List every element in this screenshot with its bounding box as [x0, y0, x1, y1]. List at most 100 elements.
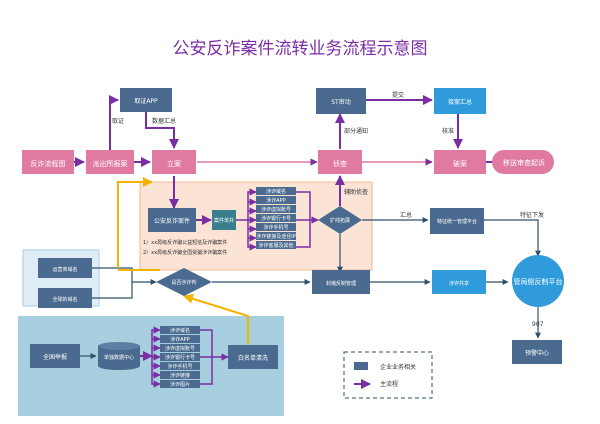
field-box [256, 196, 296, 204]
node-case-software [148, 208, 196, 232]
edge-label-anjian: 核准 [442, 127, 454, 135]
node-suspected-label: 是否涉诈判 [171, 279, 196, 286]
node-lian [152, 150, 196, 174]
field-label: 涉诈域名 [266, 188, 286, 195]
fan-lines-case [236, 188, 257, 251]
note-2: 2）xx局级反诈骗全国受骗涉诈骗案件 [143, 249, 227, 256]
field-box [160, 353, 200, 361]
node-kuozhan [318, 206, 362, 234]
node-suspected [156, 268, 212, 296]
field-label: 涉诈图片 [170, 381, 190, 388]
edge-label-shuju: 数据汇总 [152, 117, 176, 125]
fan-lines-bottom [151, 326, 161, 388]
node-lian-label: 立案 [167, 159, 181, 168]
field-box [256, 232, 296, 240]
edge-label-tijiao: 提交 [392, 91, 404, 99]
node-shadi-sharing [432, 270, 486, 294]
field-box [256, 205, 296, 213]
node-zhencha [318, 150, 362, 174]
node-fengdu-label: 封堵反制管理 [326, 280, 356, 287]
field-box [160, 335, 200, 343]
field-box [160, 362, 200, 370]
field-box [256, 241, 296, 249]
node-case-software-label: 公安反诈案件 [154, 217, 190, 225]
field-label: 涉诈客服及其他 [258, 242, 293, 249]
arrow-domain-suspected [92, 267, 157, 285]
field-box [256, 214, 296, 222]
edge-label-kuozhan: 辅助侦查 [344, 188, 368, 196]
node-paichusuo [86, 150, 134, 174]
arrow-paichusuo-quzheng [109, 95, 119, 150]
node-global-block [38, 288, 92, 308]
field-box [160, 380, 200, 388]
yellow-line-whitelist [183, 293, 249, 344]
legend-aux-label: 企业业务相关 [380, 363, 416, 371]
node-jiean-hui-label: 接案汇总 [448, 98, 472, 106]
node-global-sources [30, 344, 80, 368]
edge-label-huizong: 汇总 [400, 211, 412, 219]
field-label: 涉诈手机号 [263, 224, 288, 231]
node-yisong-label: 移送审查起诉 [503, 158, 545, 167]
node-alert-center [512, 340, 562, 364]
edge-label-bufen: 部分通知 [344, 127, 368, 135]
node-fanzha-tu [22, 150, 74, 174]
arrow-quzheng-lian [145, 112, 179, 149]
field-box [256, 223, 296, 231]
node-zhencha-label: 侦查 [333, 159, 347, 168]
field-label: 涉诈虚拟账号 [165, 345, 195, 352]
node-guanju-platform [512, 255, 564, 307]
node-tezheng-pingtai-label: 特征统一管理平台 [437, 218, 477, 225]
node-case-detail-label: 案件单并 [214, 217, 234, 224]
field-label: 涉诈APP [170, 336, 189, 343]
field-label: 涉诈链接及途径IP [256, 233, 296, 240]
edge-label-texing: 特征下发 [520, 211, 544, 219]
node-tezheng-pingtai [430, 208, 484, 234]
yellow-line-lian [117, 177, 153, 268]
node-fengdu [312, 270, 370, 294]
field-label: 涉诈APP [266, 197, 285, 204]
converge-lines-case [296, 191, 319, 248]
legend-aux-swatch [354, 362, 368, 370]
diagram-title: 公安反诈案件流转业务流程示意图 [173, 39, 428, 59]
legend-main-label: 主流程 [380, 380, 398, 388]
field-box [160, 344, 200, 352]
field-label: 涉诈手机号 [167, 363, 192, 370]
field-label: 涉诈银行卡号 [261, 215, 291, 222]
legend-box [343, 351, 433, 399]
note-1: 1）xx局级反诈骗公益短信及诈骗案件 [143, 239, 227, 246]
node-whitelist [228, 345, 278, 369]
node-st-task-label: ST审动 [331, 98, 350, 106]
node-fanzha-tu-label: 反诈流程图 [31, 159, 66, 168]
node-global-block-label: 全球的域名 [52, 296, 77, 303]
node-guanju-platform-label: 管局侧反制平台 [514, 277, 563, 286]
field-box [160, 326, 200, 334]
node-case-detail [212, 210, 236, 230]
arrow-tezheng-guanju [484, 219, 541, 257]
node-whitelist-label: 白名单清洗 [238, 354, 268, 362]
node-quzheng-app [120, 88, 172, 112]
node-yisong [492, 150, 554, 174]
node-quzheng-app-label: 取证APP [134, 98, 158, 105]
node-poan-label: 破案 [453, 159, 467, 168]
node-kuozhan-label: 扩线拓展 [330, 217, 350, 224]
node-shadi-sharing-label: 涉诈共享 [449, 280, 469, 287]
node-global-sources-label: 全国举报 [43, 353, 67, 361]
node-paichusuo-label: 派出所报案 [93, 159, 128, 168]
field-box [160, 371, 200, 379]
edge-label-907: 907 [532, 321, 544, 328]
node-poan [434, 150, 486, 174]
node-alert-center-label: 预警中心 [525, 349, 549, 357]
field-box [256, 187, 296, 195]
field-label: 涉诈银行卡号 [165, 354, 195, 361]
node-st-task [316, 88, 366, 114]
edge-label-quzheng: 取证 [112, 118, 124, 125]
node-single-center [98, 342, 140, 370]
node-jiean-hui [434, 88, 486, 114]
node-single-center-label: 单独数据中心 [104, 354, 134, 361]
converge-lines-bottom [200, 329, 229, 385]
field-label: 涉诈虚拟账号 [261, 206, 291, 213]
node-domain-block [38, 258, 92, 278]
field-label: 涉诈链接 [170, 372, 190, 379]
